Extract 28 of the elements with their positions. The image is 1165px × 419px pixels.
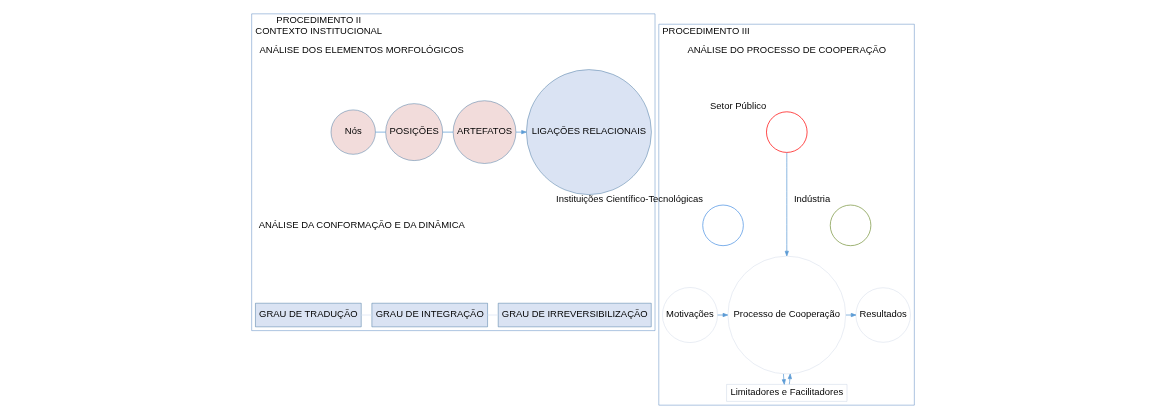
node-label: Instituições Científico-Tecnológicas — [555, 193, 703, 205]
node-circle: Resultados — [855, 287, 911, 343]
arrow — [781, 373, 786, 385]
arrow — [716, 313, 728, 318]
node-circle: Processo de Cooperação — [727, 255, 846, 375]
node-circle — [701, 204, 744, 247]
connector — [441, 131, 453, 133]
node-label: Setor Público — [709, 99, 766, 111]
label: ANÁLISE DA CONFORMAÇÃO E DA DINÂMICA — [258, 218, 465, 230]
arrow — [845, 313, 856, 318]
node-circle: Nós — [330, 109, 376, 155]
node-label: Indústria — [793, 193, 830, 205]
node-circle: Motivações — [661, 287, 718, 343]
node-box: GRAU DE TRADUÇÃO — [254, 303, 361, 328]
node-circle: POSIÇÕES — [384, 103, 443, 161]
connector — [374, 131, 386, 133]
node-box: Limitadores e Facilitadores — [725, 384, 847, 402]
label: ANÁLISE DO PROCESSO DE COOPERAÇÃO — [686, 44, 886, 56]
arrow — [515, 130, 527, 135]
label: ANÁLISE DOS ELEMENTOS MORFOLÓGICOS — [259, 44, 464, 56]
node-circle: LIGAÇÕES RELACIONAIS — [525, 69, 652, 195]
node-box: GRAU DE INTEGRAÇÃO — [371, 303, 488, 328]
node-box: GRAU DE IRREVERSIBILIZAÇÃO — [497, 303, 651, 328]
arrow — [784, 152, 789, 257]
node-circle: ARTEFATOS — [452, 100, 516, 164]
node-circle — [829, 204, 871, 247]
node-circle — [765, 111, 807, 153]
arrow — [787, 373, 792, 385]
